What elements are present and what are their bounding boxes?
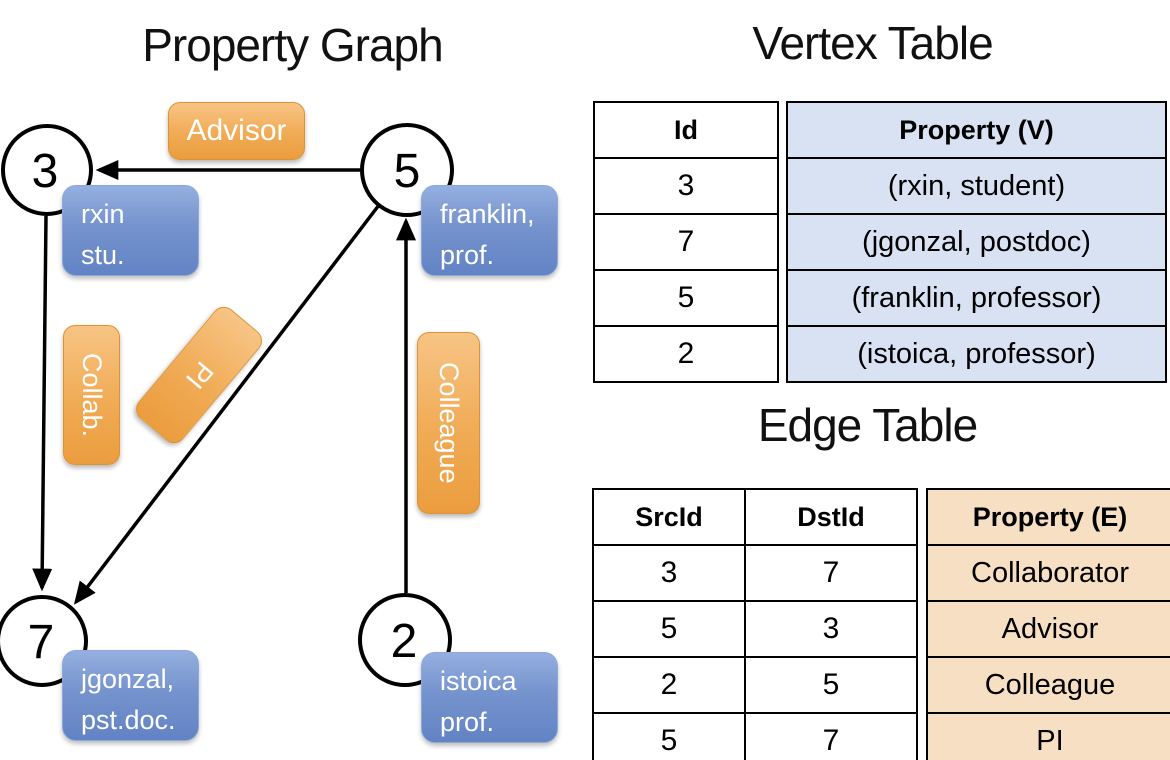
edge-dstid-cell: 7 [744, 712, 918, 760]
table-row: Collaborator [926, 544, 1170, 602]
vertex-property-box-2: istoica prof. [421, 652, 558, 743]
edge-property-cell: Collaborator [926, 544, 1170, 602]
vertex-property-cell: (rxin, student) [786, 157, 1167, 215]
table-row: (istoica, professor) [786, 325, 1167, 383]
edge-property-cell: Advisor [926, 600, 1170, 658]
table-row: 3 7 [592, 544, 918, 602]
node-2-id: 2 [391, 615, 418, 668]
edge-table-title: Edge Table [757, 399, 978, 451]
vertex-property-box-5: franklin, prof. [421, 185, 558, 276]
edge-srcid-header: SrcId [592, 488, 746, 546]
node-5-id: 5 [394, 145, 421, 198]
edge-dstid-cell: 3 [744, 600, 918, 658]
vertex-property-box-3: rxin stu. [62, 185, 199, 276]
vertex-id-cell: 3 [593, 157, 779, 215]
vertex-table: Id 3 7 5 2 Property (V) (rxin, student) … [593, 101, 1167, 383]
table-row: Advisor [926, 600, 1170, 658]
table-header-row: Property (E) [926, 488, 1170, 546]
edge-dstid-cell: 5 [744, 656, 918, 714]
edge-label-advisor: Advisor [168, 102, 305, 160]
vertex-property-cell: (franklin, professor) [786, 269, 1167, 327]
vertex-property-line: jgonzal, [81, 664, 175, 694]
vertex-property-column: Property (V) (rxin, student) (jgonzal, p… [786, 101, 1167, 383]
vertex-property-line: rxin [81, 199, 125, 229]
edge-label-collab: Collab. [63, 325, 120, 465]
property-graph-title: Property Graph [142, 19, 443, 71]
vertex-id-column: Id 3 7 5 2 [593, 101, 779, 383]
table-header-row: SrcId DstId [592, 488, 918, 546]
edge-property-cell: PI [926, 712, 1170, 760]
vertex-id-cell: 7 [593, 213, 779, 271]
table-row: 2 [593, 325, 779, 383]
vertex-id-cell: 2 [593, 325, 779, 383]
edge-dstid-header: DstId [744, 488, 918, 546]
edge-table: SrcId DstId 3 7 5 3 2 5 5 7 Property (E) [592, 488, 1170, 760]
edge-srcid-cell: 5 [592, 600, 746, 658]
edge-srcid-cell: 2 [592, 656, 746, 714]
table-row: 3 [593, 157, 779, 215]
vertex-property-header: Property (V) [786, 101, 1167, 159]
table-header-row: Id [593, 101, 779, 159]
edge-label-colleague: Colleague [417, 332, 480, 514]
table-row: PI [926, 712, 1170, 760]
table-row: 5 3 [592, 600, 918, 658]
edge-property-header: Property (E) [926, 488, 1170, 546]
edge-src-dst-columns: SrcId DstId 3 7 5 3 2 5 5 7 [592, 488, 918, 760]
vertex-property-line: prof. [440, 239, 495, 270]
table-row: Colleague [926, 656, 1170, 714]
edge-5-to-7-pi [73, 203, 381, 605]
table-row: (franklin, professor) [786, 269, 1167, 327]
vertex-property-line: pst.doc. [81, 704, 176, 735]
vertex-property-line: stu. [81, 239, 125, 270]
node-7-id: 7 [28, 616, 55, 669]
edge-3-to-7-collab [32, 215, 53, 592]
edge-property-cell: Colleague [926, 656, 1170, 714]
vertex-property-cell: (istoica, professor) [786, 325, 1167, 383]
edge-srcid-cell: 5 [592, 712, 746, 760]
property-graph-diagram: 3 5 7 2 [0, 123, 454, 687]
table-row: (jgonzal, postdoc) [786, 213, 1167, 271]
vertex-property-line: franklin, [440, 199, 535, 229]
edge-dstid-cell: 7 [744, 544, 918, 602]
vertex-property-line: istoica [440, 666, 517, 696]
table-row: (rxin, student) [786, 157, 1167, 215]
table-header-row: Property (V) [786, 101, 1167, 159]
table-row: 5 [593, 269, 779, 327]
vertex-property-box-7: jgonzal, pst.doc. [62, 650, 199, 741]
vertex-property-line: prof. [440, 706, 495, 737]
edge-srcid-cell: 3 [592, 544, 746, 602]
vertex-id-cell: 5 [593, 269, 779, 327]
vertex-property-cell: (jgonzal, postdoc) [786, 213, 1167, 271]
table-row: 2 5 [592, 656, 918, 714]
table-row: 7 [593, 213, 779, 271]
vertex-id-header: Id [593, 101, 779, 159]
vertex-table-title: Vertex Table [752, 17, 993, 69]
node-3-id: 3 [32, 145, 59, 198]
table-row: 5 7 [592, 712, 918, 760]
edge-property-column: Property (E) Collaborator Advisor Collea… [926, 488, 1170, 760]
